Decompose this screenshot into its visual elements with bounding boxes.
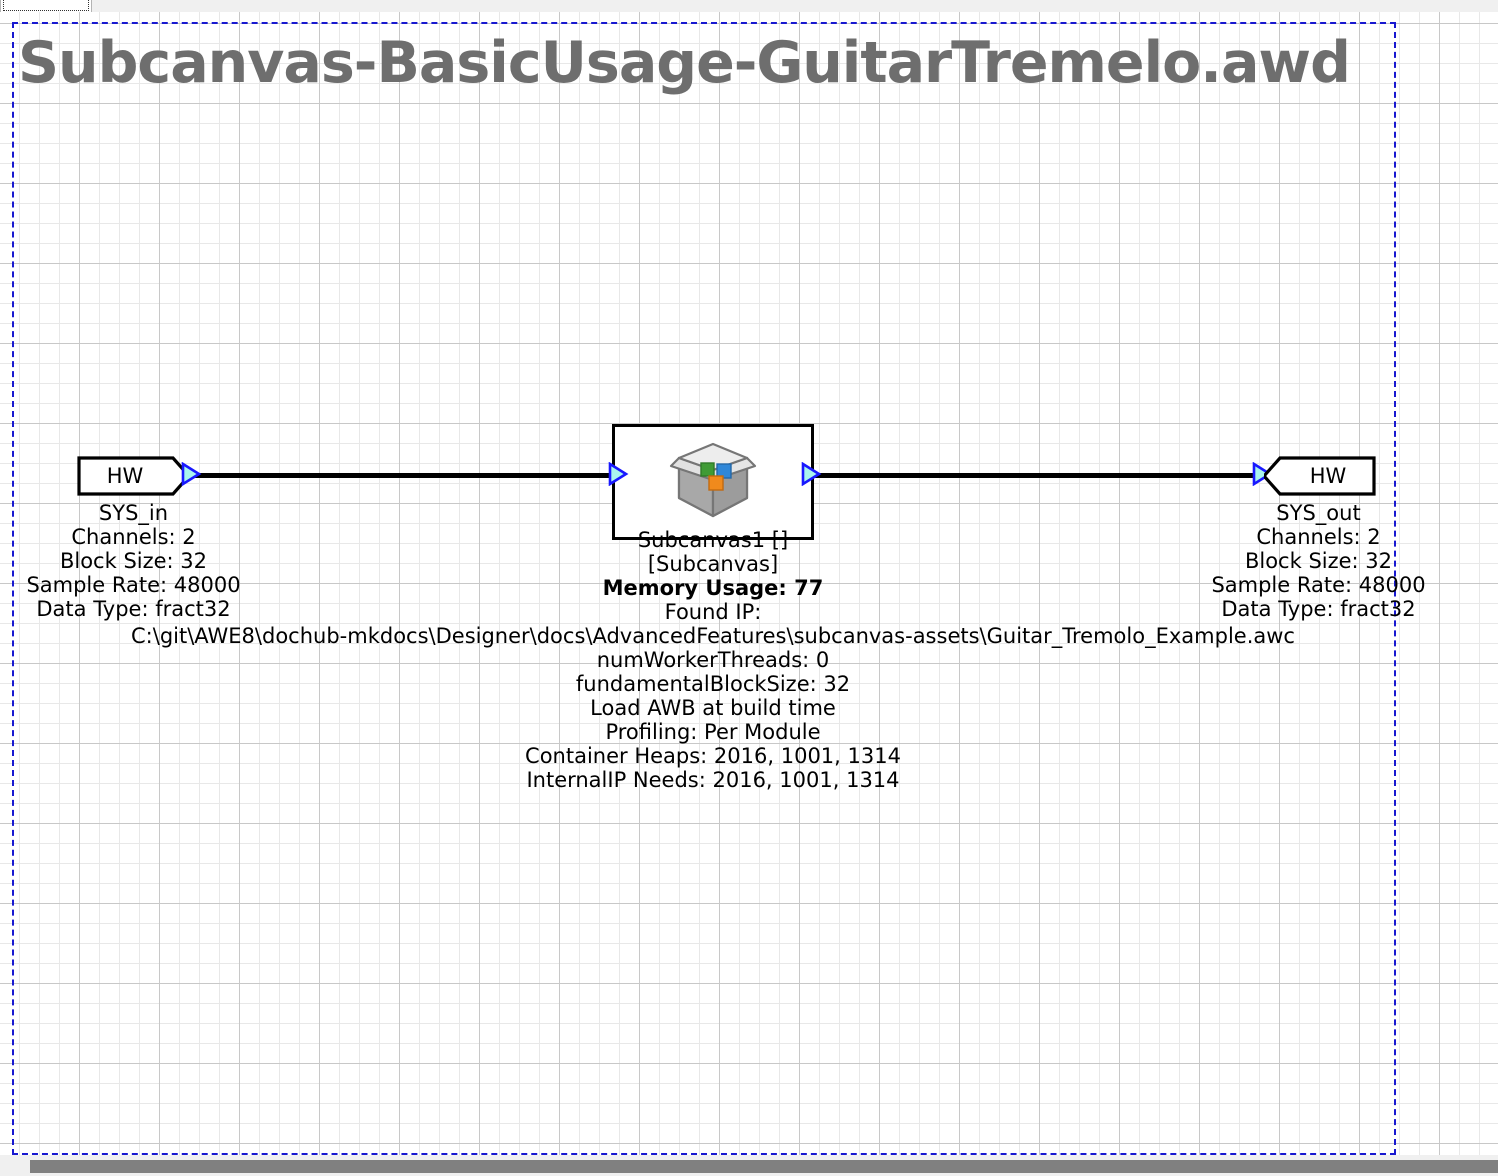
tab-active-document[interactable] [0, 0, 92, 12]
block-sys-in[interactable]: HW [77, 456, 189, 496]
subcanvas-detail-numworkerthreads: numWorkerThreads: 0 [596, 648, 830, 672]
subcanvas-instance-label: Subcanvas1 [] [637, 528, 789, 552]
subcanvas-detail-fundamentalblocksize: fundamentalBlockSize: 32 [575, 672, 851, 696]
page-title: Subcanvas-BasicUsage-GuitarTremelo.awd [18, 30, 1351, 96]
subcanvas-detail-internalipneeds: InternalIP Needs: 2016, 1001, 1314 [526, 768, 900, 792]
sys-in-labels: SYS_in Channels: 2 Block Size: 32 Sample… [0, 501, 267, 621]
input-port-subcanvas1[interactable] [607, 462, 629, 486]
block-subcanvas1[interactable] [612, 424, 814, 540]
sys-in-prop-blocksize: Block Size: 32 [59, 549, 208, 573]
sys-out-prop-channels: Channels: 2 [1256, 525, 1381, 549]
subcanvas-info-labels: Subcanvas1 [] [Subcanvas] Memory Usage: … [113, 528, 1313, 792]
output-port-subcanvas1[interactable] [800, 462, 822, 486]
subcanvas-detail-containerheaps: Container Heaps: 2016, 1001, 1314 [525, 744, 901, 768]
sys-out-name: SYS_out [1276, 501, 1361, 525]
sys-out-shape [1264, 456, 1376, 496]
block-sys-out[interactable]: HW [1264, 456, 1376, 496]
subcanvas-detail-loadawb: Load AWB at build time [590, 696, 836, 720]
sys-out-prop-samplerate: Sample Rate: 48000 [1211, 573, 1426, 597]
sys-out-labels: SYS_out Channels: 2 Block Size: 32 Sampl… [1185, 501, 1452, 621]
horizontal-scrollbar[interactable] [0, 1155, 1498, 1176]
sys-out-prop-datatype: Data Type: fract32 [1221, 597, 1416, 621]
input-port-sys-out[interactable] [1251, 462, 1273, 486]
sys-in-prop-datatype: Data Type: fract32 [36, 597, 231, 621]
design-canvas[interactable]: Subcanvas-BasicUsage-GuitarTremelo.awd H… [0, 12, 1498, 1155]
subcanvas-ip-path: C:\git\AWE8\dochub-mkdocs\Designer\docs\… [131, 624, 1295, 648]
sys-out-prop-blocksize: Block Size: 32 [1244, 549, 1393, 573]
sys-in-prop-samplerate: Sample Rate: 48000 [26, 573, 241, 597]
wire-sysin-to-subcanvas[interactable] [193, 473, 623, 478]
sys-in-port-label: HW [106, 464, 144, 488]
sys-in-prop-channels: Channels: 2 [71, 525, 196, 549]
sys-out-port-label: HW [1309, 464, 1347, 488]
subcanvas-memory-usage: Memory Usage: 77 [602, 576, 824, 600]
horizontal-scrollbar-thumb[interactable] [30, 1160, 1498, 1173]
subcanvas-found-ip-label: Found IP: [664, 600, 762, 624]
open-box-icon [669, 442, 757, 518]
subcanvas-type-label: [Subcanvas] [647, 552, 779, 576]
tab-focus-outline [3, 0, 89, 11]
wire-subcanvas-to-sysout[interactable] [805, 473, 1265, 478]
subcanvas-detail-profiling: Profiling: Per Module [605, 720, 821, 744]
output-port-sys-in[interactable] [180, 462, 202, 486]
sys-in-shape [77, 456, 189, 496]
sys-in-name: SYS_in [98, 501, 169, 525]
